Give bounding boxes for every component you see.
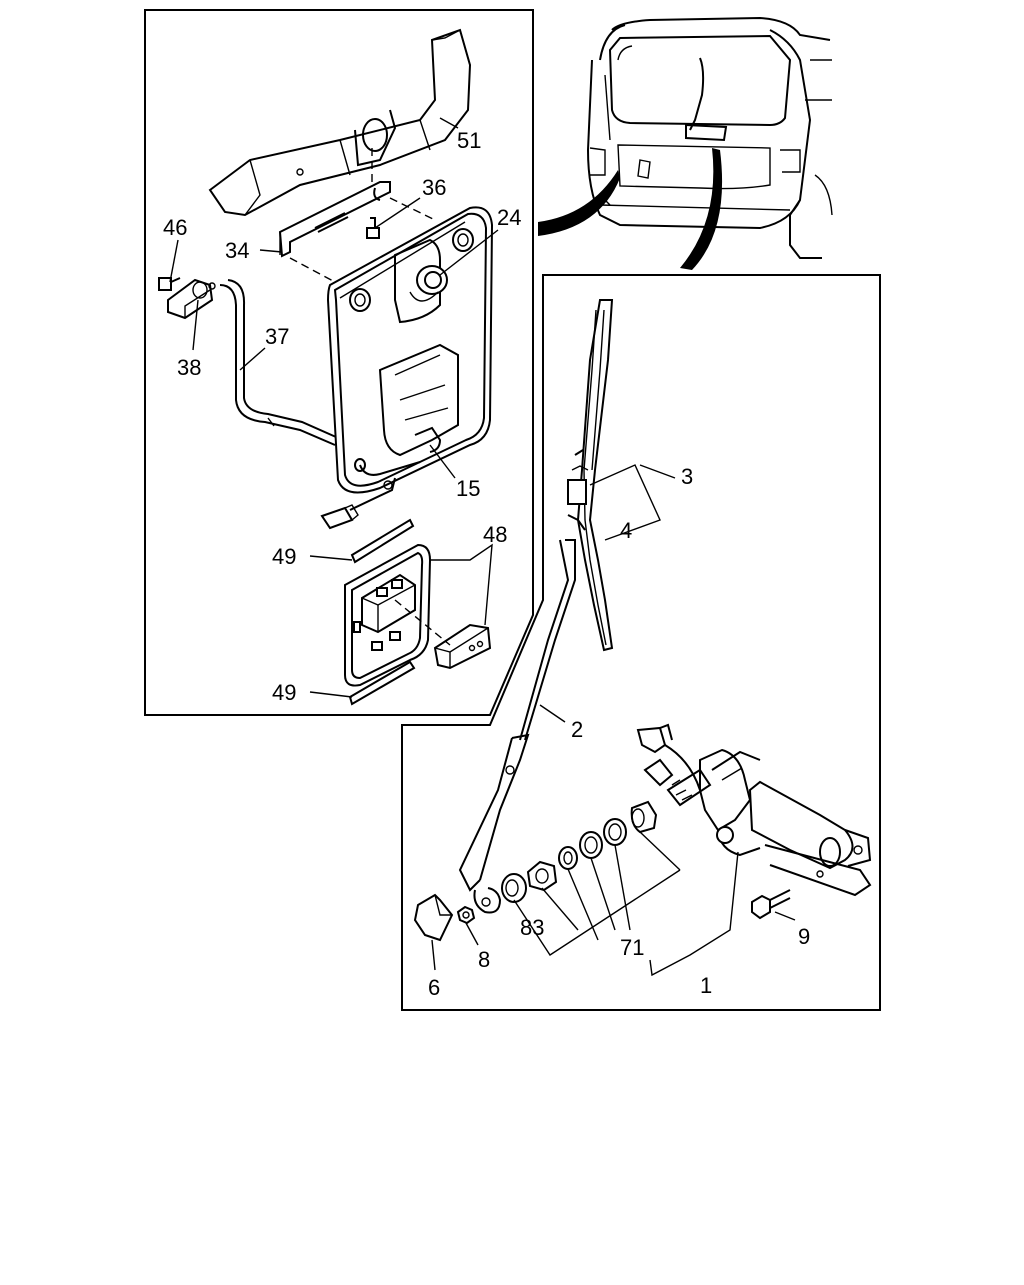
washer-hose-37 xyxy=(219,279,337,446)
pump-connector xyxy=(320,477,396,530)
callout-49-upper: 49 xyxy=(272,544,296,569)
wiper-blade xyxy=(567,299,614,652)
callout-36: 36 xyxy=(422,175,446,200)
vehicle-rear-view xyxy=(538,16,833,270)
callout-34: 34 xyxy=(225,238,249,263)
seal-strip-upper-49 xyxy=(350,518,415,564)
pump-bracket-48 xyxy=(344,543,492,687)
callout-labels: 51 36 24 46 34 37 38 15 48 49 49 3 4 2 8… xyxy=(163,128,810,1000)
callout-71: 71 xyxy=(620,935,644,960)
washer-tank xyxy=(326,206,494,494)
bolt-9 xyxy=(751,889,791,920)
callout-15: 15 xyxy=(456,476,480,501)
callout-6: 6 xyxy=(428,975,440,1000)
callout-2: 2 xyxy=(571,717,583,742)
callout-37: 37 xyxy=(265,324,289,349)
wiper-motor xyxy=(636,723,872,897)
leader-lines xyxy=(169,117,796,977)
callout-51: 51 xyxy=(457,128,481,153)
callout-46: 46 xyxy=(163,215,187,240)
callout-1: 1 xyxy=(700,973,712,998)
callout-24: 24 xyxy=(497,205,521,230)
screw-46 xyxy=(158,277,181,291)
tank-bracket-34 xyxy=(278,181,391,258)
callout-8: 8 xyxy=(478,947,490,972)
callout-49-lower: 49 xyxy=(272,680,296,705)
pivot-seal-kit xyxy=(501,800,658,903)
pivot-cap-6 xyxy=(413,893,454,942)
callout-9: 9 xyxy=(798,924,810,949)
callout-48: 48 xyxy=(483,522,507,547)
wiper-assembly-panel xyxy=(401,274,881,1011)
hose-clip-38 xyxy=(167,278,216,320)
nut-8 xyxy=(456,905,476,925)
wiper-arm xyxy=(458,539,576,914)
bolt-36 xyxy=(366,217,380,239)
tank-bracket-51 xyxy=(208,28,472,217)
callout-38: 38 xyxy=(177,355,201,380)
callout-83: 83 xyxy=(520,915,544,940)
seal-strip-lower-49 xyxy=(348,660,416,706)
callout-3: 3 xyxy=(681,464,693,489)
callout-4: 4 xyxy=(620,518,632,543)
washer-tank-panel xyxy=(144,9,534,716)
